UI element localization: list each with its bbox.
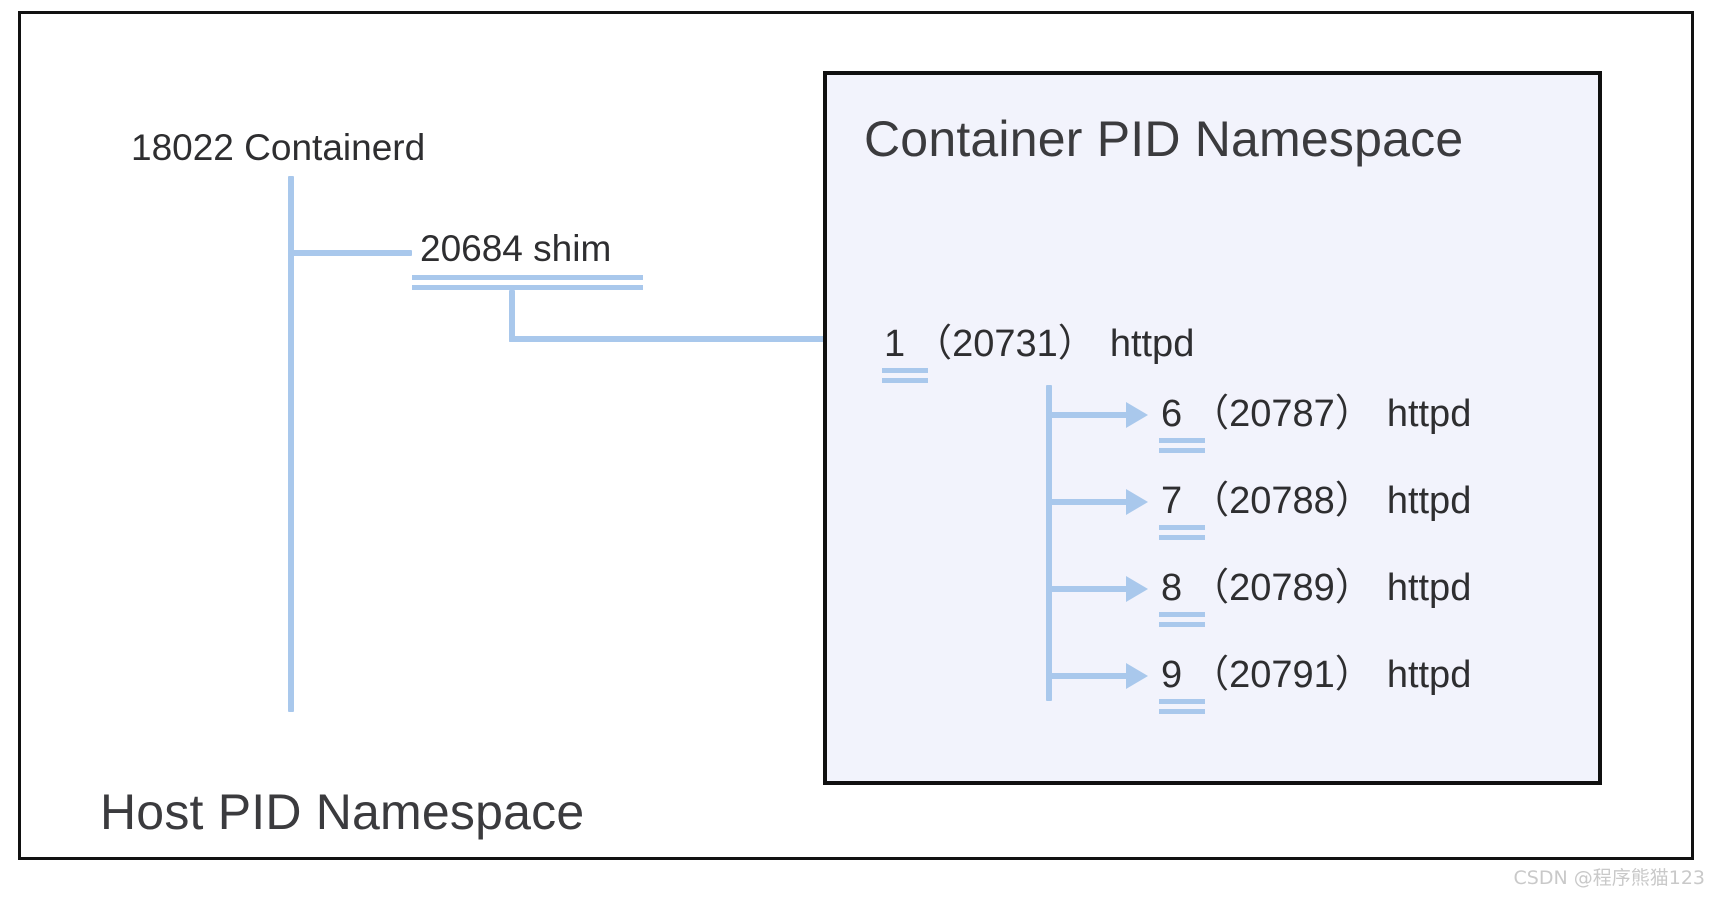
child-underline-top-1: [1159, 525, 1205, 530]
child-process-name: httpd: [1386, 393, 1472, 435]
shim-underline-bottom: [412, 285, 643, 290]
container-namespace-title: Container PID Namespace: [864, 111, 1464, 167]
child-ns-pid: 9: [1161, 654, 1183, 696]
child-host-pid: （20787）: [1191, 393, 1373, 435]
child-arrowhead-0: [1126, 402, 1148, 428]
root-pid-underline-top: [882, 368, 928, 373]
shim-underline-top: [412, 275, 643, 280]
child-process-name: httpd: [1386, 567, 1472, 609]
container-process-root: 1（20731） httpd: [884, 325, 1194, 363]
child-ns-pid: 7: [1161, 480, 1183, 522]
root-process-name: httpd: [1109, 323, 1195, 365]
root-host-pid: （20731）: [914, 323, 1096, 365]
child-branch-2: [1046, 586, 1128, 592]
child-branch-3: [1046, 673, 1128, 679]
child-underline-bottom-1: [1159, 535, 1205, 540]
process-label-shim: 20684 shim: [420, 228, 612, 269]
child-underline-bottom-2: [1159, 622, 1205, 627]
process-label-containerd: 18022 Containerd: [131, 127, 426, 168]
containerd-to-shim-branch: [288, 250, 412, 256]
child-arrowhead-3: [1126, 663, 1148, 689]
child-host-pid: （20788）: [1191, 480, 1373, 522]
root-pid-underline-bottom: [882, 378, 928, 383]
shim-to-pid1-horizontal: [509, 336, 849, 342]
child-underline-top-0: [1159, 438, 1205, 443]
child-underline-top-2: [1159, 612, 1205, 617]
child-branch-0: [1046, 412, 1128, 418]
child-process-name: httpd: [1386, 480, 1472, 522]
child-ns-pid: 6: [1161, 393, 1183, 435]
child-underline-bottom-0: [1159, 448, 1205, 453]
child-underline-top-3: [1159, 699, 1205, 704]
child-arrowhead-2: [1126, 576, 1148, 602]
child-ns-pid: 8: [1161, 567, 1183, 609]
csdn-watermark: CSDN @程序熊猫123: [1513, 867, 1705, 889]
container-namespace-box: [823, 71, 1602, 785]
container-process-child-1: 7（20788） httpd: [1161, 482, 1471, 520]
root-ns-pid: 1: [884, 323, 906, 365]
containerd-trunk-line: [288, 176, 294, 712]
container-process-child-2: 8（20789） httpd: [1161, 569, 1471, 607]
host-namespace-title: Host PID Namespace: [100, 784, 585, 840]
child-host-pid: （20791）: [1191, 654, 1373, 696]
container-process-child-3: 9（20791） httpd: [1161, 656, 1471, 694]
container-process-child-0: 6（20787） httpd: [1161, 395, 1471, 433]
child-arrowhead-1: [1126, 489, 1148, 515]
child-underline-bottom-3: [1159, 709, 1205, 714]
container-children-trunk-line: [1046, 385, 1052, 701]
child-branch-1: [1046, 499, 1128, 505]
child-host-pid: （20789）: [1191, 567, 1373, 609]
shim-to-pid1-vertical: [509, 290, 515, 342]
child-process-name: httpd: [1386, 654, 1472, 696]
